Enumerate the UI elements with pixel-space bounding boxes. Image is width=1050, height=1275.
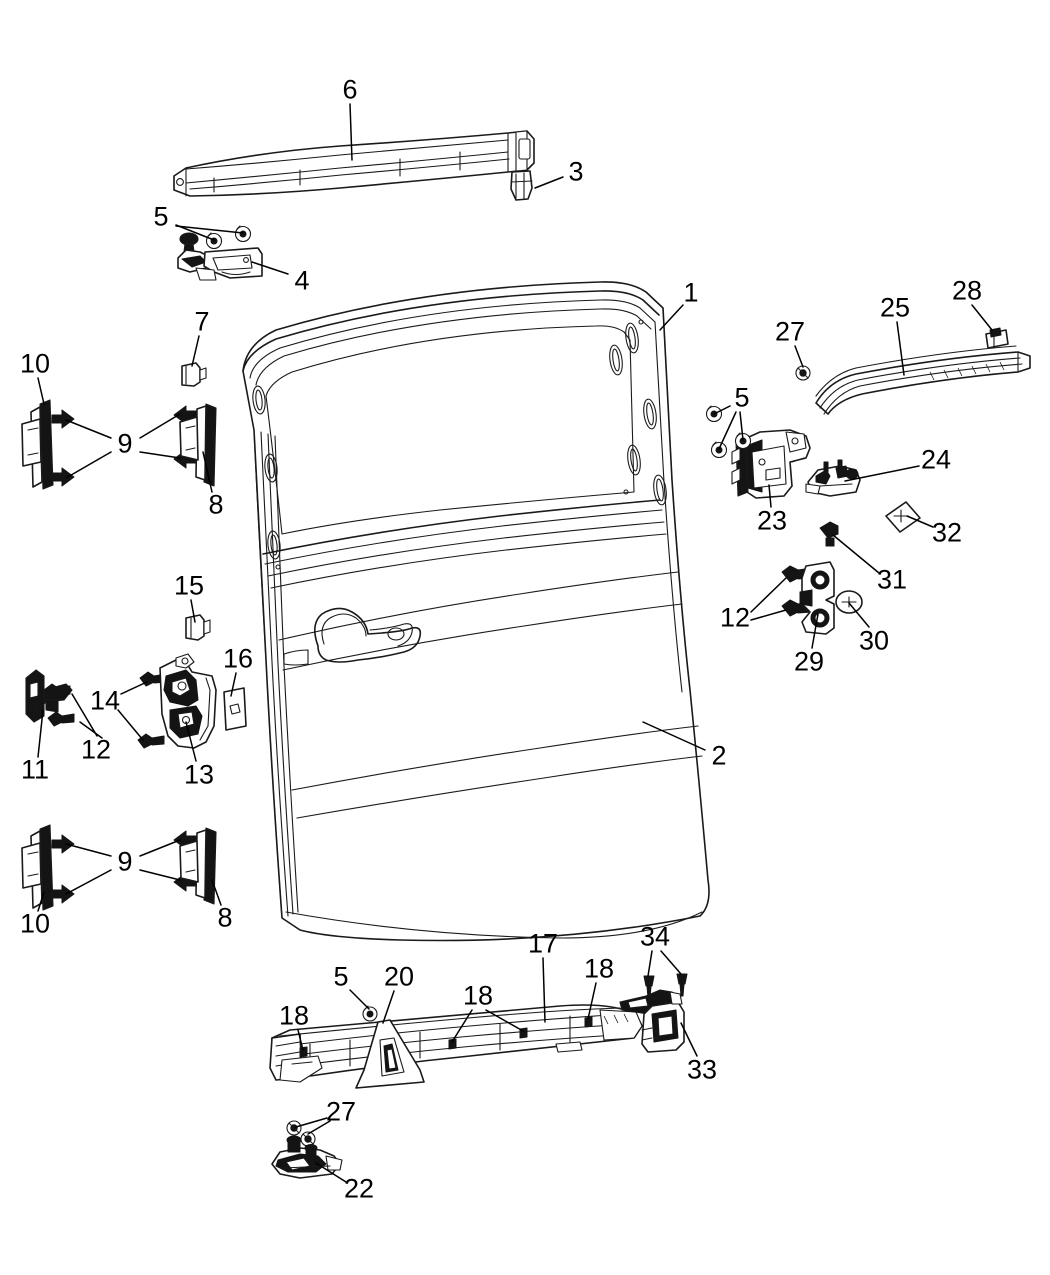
callout-9-upper[interactable]: 9 [117,428,133,459]
part-nut-27-bottom-a [286,1120,302,1136]
part-cable-guide-29 [799,561,835,635]
callout-25[interactable]: 25 [879,292,911,323]
callout-9-lower[interactable]: 9 [117,846,133,877]
callout-10-upper[interactable]: 10 [19,348,51,379]
callout-3[interactable]: 3 [568,156,584,187]
callout-28[interactable]: 28 [951,275,983,306]
callout-12-left[interactable]: 12 [80,734,112,765]
part-push-pin-9f [51,884,75,904]
callout-4[interactable]: 4 [294,265,310,296]
callout-32[interactable]: 32 [931,517,963,548]
callout-18-b[interactable]: 18 [462,980,494,1011]
part-screw-31 [819,521,839,547]
callout-27-right[interactable]: 27 [774,316,806,347]
part-push-pin-9b [51,467,75,487]
part-bolt-5-hinge-b [710,441,728,459]
callout-16[interactable]: 16 [222,643,254,674]
callout-10-lower[interactable]: 10 [19,908,51,939]
callout-17[interactable]: 17 [527,928,559,959]
callout-2[interactable]: 2 [711,740,727,771]
part-screw-12a [43,683,71,699]
callout-1[interactable]: 1 [683,277,699,308]
callout-leader-lines [37,103,993,1183]
part-upper-hinge-bracket [177,232,263,281]
part-bolt-5-upper-a [205,232,223,250]
part-push-pin-9a [51,409,75,429]
part-nut-27-right [795,365,811,381]
part-rail-clip-18a [299,1046,308,1058]
callout-8-upper[interactable]: 8 [208,489,224,520]
part-bolt-5-rail [362,1005,378,1022]
callout-5-upper[interactable]: 5 [153,201,169,232]
callout-24[interactable]: 24 [920,444,952,475]
callout-18-a[interactable]: 18 [278,1000,310,1031]
callout-20[interactable]: 20 [383,961,415,992]
part-access-cover-16 [223,687,247,731]
callout-6[interactable]: 6 [342,74,358,105]
door-front-slots [252,385,281,570]
callout-34[interactable]: 34 [639,921,671,952]
part-washer-30 [835,590,863,614]
callout-27-bottom[interactable]: 27 [325,1096,357,1127]
callout-12-right[interactable]: 12 [719,602,751,633]
callout-23[interactable]: 23 [756,505,788,536]
part-upper-track-rail [173,130,535,197]
part-screw-14b [137,733,165,749]
callout-15[interactable]: 15 [173,570,205,601]
callout-5-hinge[interactable]: 5 [734,382,750,413]
callout-29[interactable]: 29 [793,646,825,677]
part-lower-roller-assembly-22 [271,1135,343,1179]
part-center-hinge-bracket-20 [355,1019,425,1089]
part-bolt-5-upper-b [234,225,252,243]
part-lower-track-rail-17 [269,1004,643,1083]
part-door-latch-13 [159,653,217,749]
callout-33[interactable]: 33 [686,1054,718,1085]
part-striker-bracket-10-lower [21,824,54,911]
callout-18-c[interactable]: 18 [583,953,615,984]
door-handle-recess [283,607,422,666]
callout-14[interactable]: 14 [89,685,121,716]
part-push-pin-9e [51,834,75,854]
part-striker-bracket-8-upper [179,403,217,487]
callout-5-rail[interactable]: 5 [333,961,349,992]
callout-7[interactable]: 7 [194,306,210,337]
part-grommet-15 [185,614,211,641]
part-retainer-clip-7 [181,362,207,387]
part-screw-12b [47,711,75,727]
callout-22[interactable]: 22 [343,1173,375,1204]
part-door-panel [242,281,710,942]
callout-13[interactable]: 13 [183,759,215,790]
part-upper-track-clip [510,170,533,201]
part-rail-clip-18d [584,1016,593,1028]
part-weatherstrip-25 [815,345,1031,415]
callout-30[interactable]: 30 [858,625,890,656]
part-screw-34b [676,973,688,997]
part-nut-27-bottom-b [300,1131,316,1147]
part-center-hinge-23 [731,429,811,499]
part-cover-plate-32 [885,501,921,533]
part-bolt-5-hinge-c [734,432,752,450]
part-lower-roller-bracket-33 [619,989,685,1053]
callout-11[interactable]: 11 [20,754,50,785]
callout-31[interactable]: 31 [876,564,908,595]
callout-8-lower[interactable]: 8 [217,902,233,933]
door-hinge-slots [609,319,667,506]
part-seal-end-clip-28 [985,327,1009,349]
part-striker-bracket-10-upper [21,399,54,490]
part-latch-striker-24 [805,459,861,497]
part-striker-bracket-8-lower [179,827,217,905]
